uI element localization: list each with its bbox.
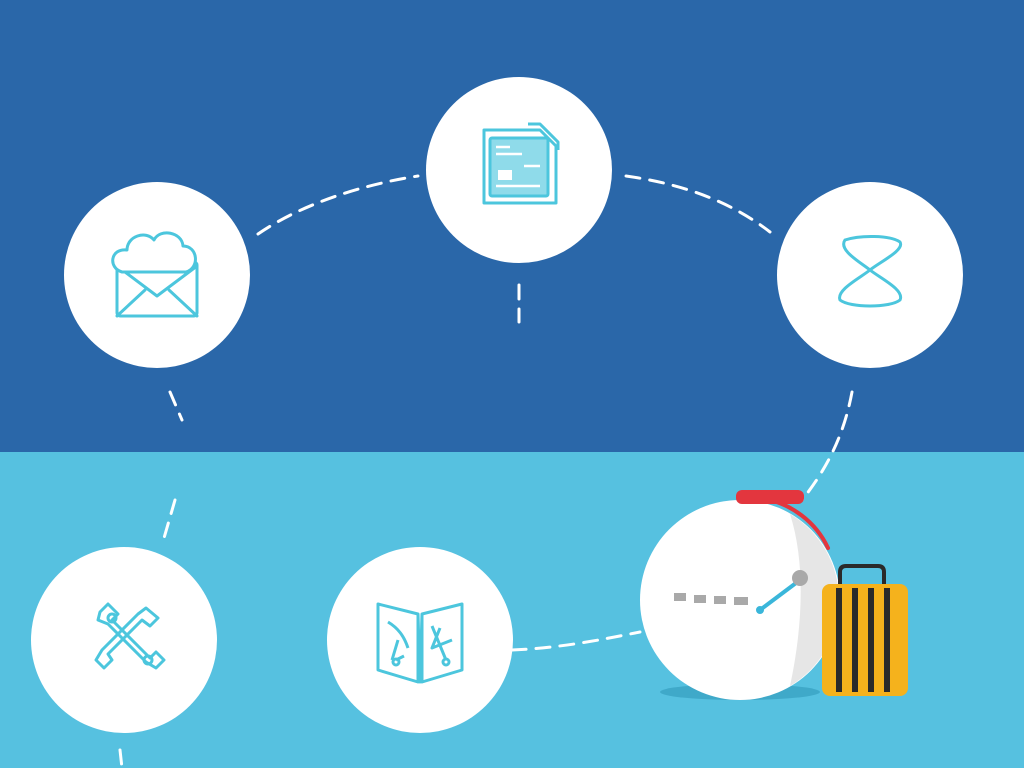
suitcase-icon bbox=[822, 564, 908, 696]
path-tools-up bbox=[160, 498, 177, 547]
infinity-node bbox=[777, 182, 963, 368]
document-icon bbox=[482, 122, 560, 205]
cloud-email-icon bbox=[111, 231, 199, 318]
book-node bbox=[327, 547, 513, 733]
path-book-to-clock bbox=[510, 630, 642, 652]
document-node bbox=[426, 77, 612, 263]
infinity-loop-icon bbox=[838, 235, 903, 308]
path-document-to-infinity bbox=[624, 174, 772, 234]
path-tools-down bbox=[118, 748, 124, 768]
path-email-to-document bbox=[256, 174, 420, 236]
email-cloud-node bbox=[64, 182, 250, 368]
tools-node bbox=[31, 547, 217, 733]
timer-clock-icon bbox=[640, 490, 840, 700]
crossed-tools-icon bbox=[94, 602, 166, 670]
path-email-down bbox=[168, 390, 184, 422]
open-book-icon bbox=[376, 602, 464, 684]
connection-paths bbox=[118, 174, 854, 768]
path-infinity-to-clock bbox=[800, 390, 854, 502]
